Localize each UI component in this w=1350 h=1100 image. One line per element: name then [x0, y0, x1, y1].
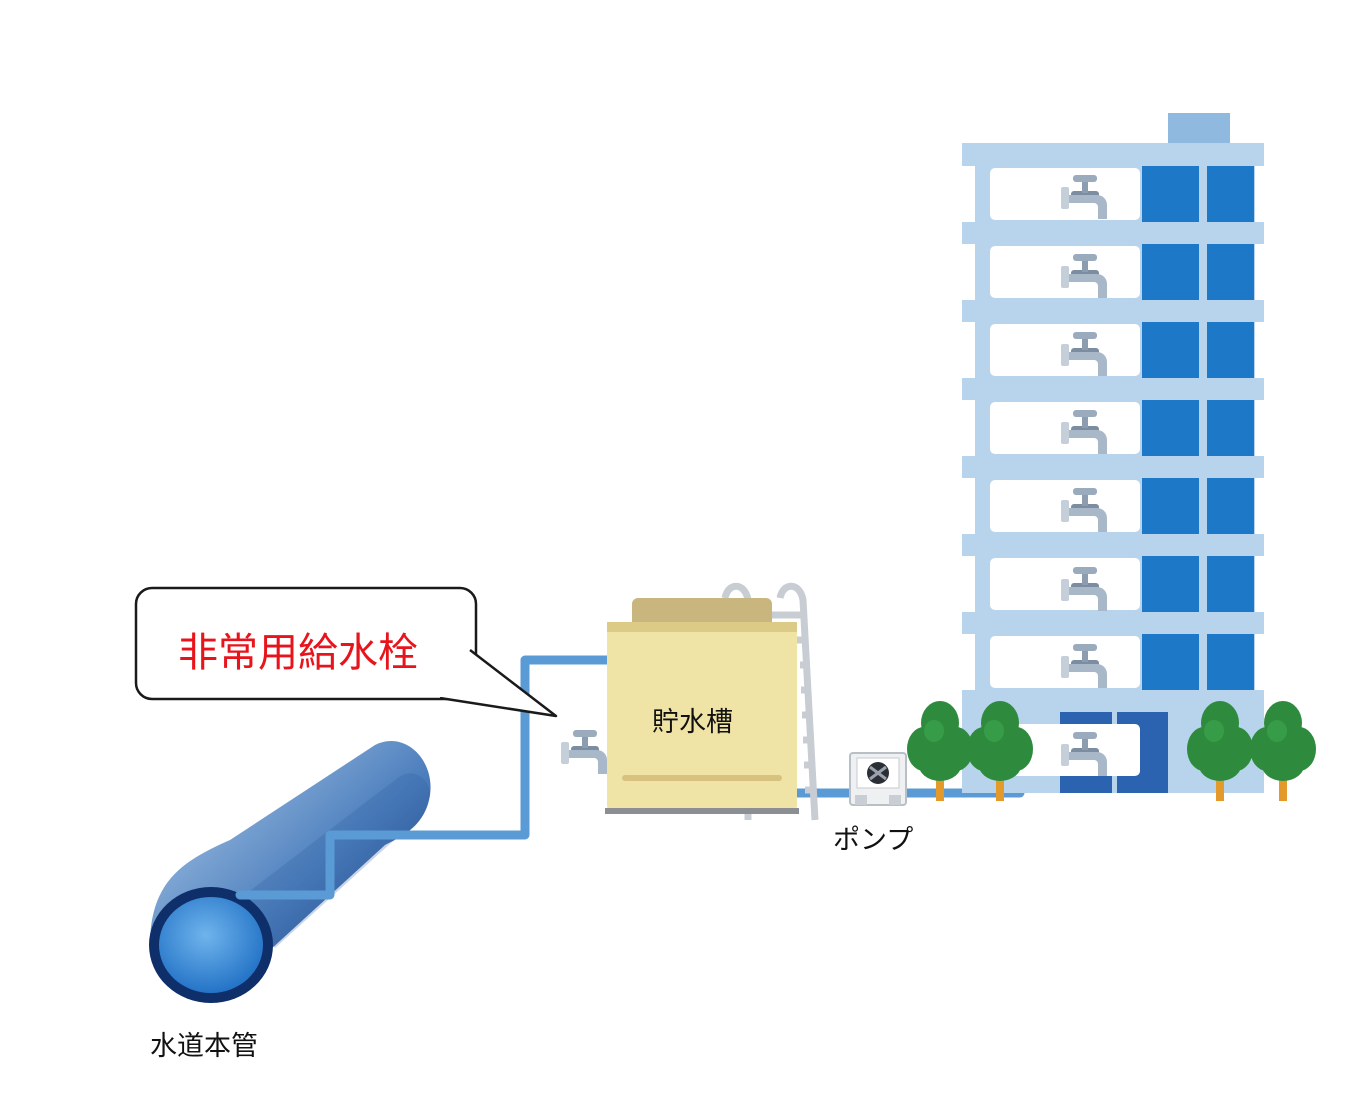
- water-main-label: 水道本管: [150, 1031, 258, 1062]
- water-main-pipe: [149, 741, 431, 1003]
- emergency-faucet-icon: [561, 730, 607, 774]
- pump-label: ポンプ: [833, 825, 914, 856]
- pump-icon: [849, 752, 907, 806]
- main-to-tank-pipe: [235, 655, 620, 900]
- tank-label: 貯水槽: [652, 707, 733, 738]
- water-tank: [605, 582, 819, 821]
- callout-label: 非常用給水栓: [178, 630, 418, 676]
- callout-bubble: [134, 586, 558, 718]
- building: [962, 113, 1264, 793]
